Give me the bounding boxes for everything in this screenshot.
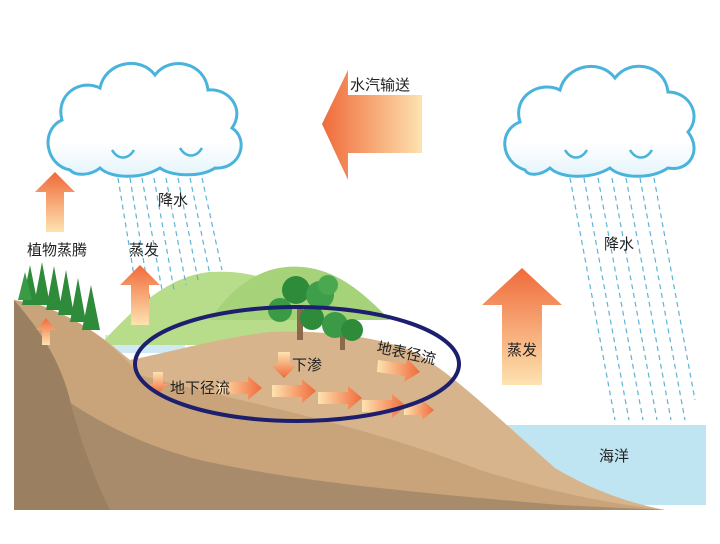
evaporation-sea-arrow [482,268,562,385]
precipitation-left-label: 降水 [158,191,188,209]
evaporation-land-arrow [120,265,160,325]
broadleaf-trees [268,275,363,350]
ocean-label: 海洋 [599,447,629,465]
transpiration-label: 植物蒸腾 [27,241,87,259]
infiltration-label: 下渗 [292,356,322,374]
evaporation-land-label: 蒸发 [129,241,159,259]
vapor-transport-label: 水汽输送 [350,76,410,94]
cloud-left [46,61,243,178]
groundwater-runoff-label: 地下径流 [170,379,230,397]
surface-runoff-arrow [377,358,420,382]
precipitation-right-label: 降水 [604,235,634,253]
infiltration-arrow [272,352,296,378]
vapor-transport-arrow [322,70,422,180]
cloud-right [503,64,696,178]
transpiration-arrow [35,172,75,232]
ground-cliff [14,300,110,510]
groundwater-runoff-arrows [218,376,434,420]
small-up-arrow [36,318,56,345]
highlight-ellipse [133,305,461,423]
rain-right [569,177,696,421]
evaporation-sea-label: 蒸发 [507,341,537,359]
conifer-trees [18,262,100,330]
ground-layer-shadow [14,360,665,510]
